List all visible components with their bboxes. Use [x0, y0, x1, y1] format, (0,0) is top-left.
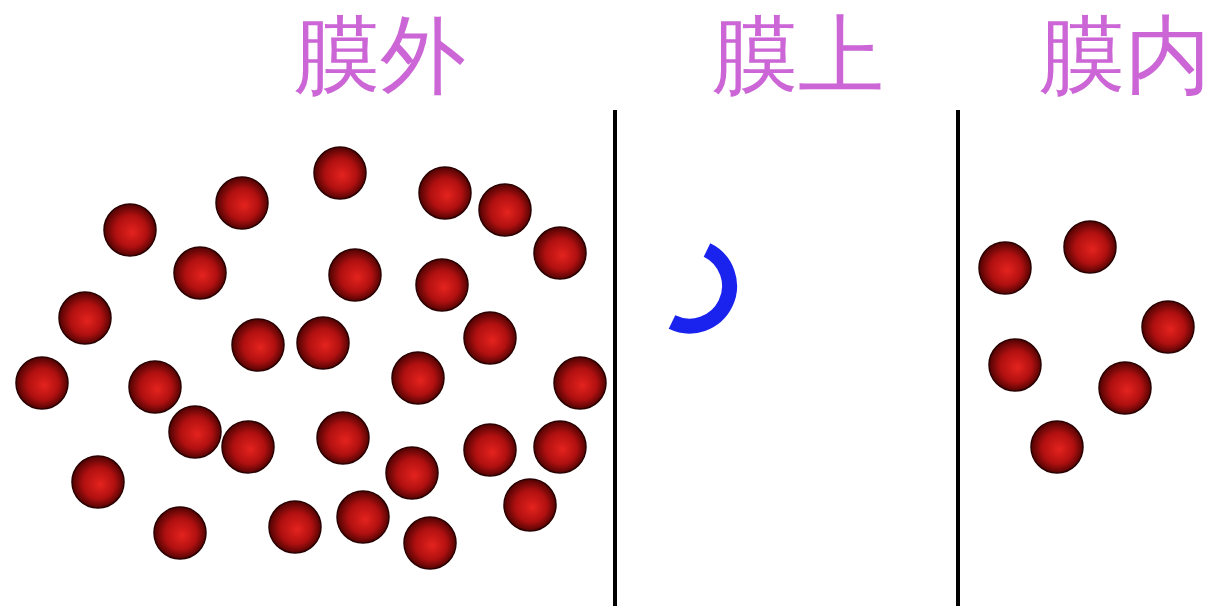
solute-molecule [386, 447, 438, 499]
solute-molecule [416, 259, 468, 311]
solute-molecule [174, 247, 226, 299]
solute-molecule [269, 501, 321, 553]
solute-molecule [314, 147, 366, 199]
solute-molecule [1031, 421, 1083, 473]
solute-molecule [534, 227, 586, 279]
membrane-line [613, 110, 617, 606]
solute-molecule [72, 456, 124, 508]
solute-molecule [1099, 362, 1151, 414]
region-label: 膜外 [294, 12, 466, 98]
carrier-protein [672, 250, 730, 326]
solute-molecule [554, 357, 606, 409]
solute-molecule [154, 507, 206, 559]
solute-molecule [337, 491, 389, 543]
membrane-line [956, 110, 960, 606]
region-label: 膜上 [712, 12, 884, 98]
solute-molecule [1064, 221, 1116, 273]
solute-molecule [419, 167, 471, 219]
solute-molecule [169, 406, 221, 458]
solute-molecule [129, 361, 181, 413]
solute-molecule [989, 339, 1041, 391]
solute-molecule [329, 249, 381, 301]
region-label: 膜内 [1039, 12, 1211, 98]
solute-molecule [392, 352, 444, 404]
solute-molecule [104, 204, 156, 256]
solute-molecule [464, 312, 516, 364]
solute-molecule [504, 479, 556, 531]
solute-molecule [534, 421, 586, 473]
solute-molecule [479, 184, 531, 236]
solute-molecule [297, 317, 349, 369]
solute-molecule [1142, 301, 1194, 353]
solute-molecule [222, 421, 274, 473]
solute-molecule [216, 177, 268, 229]
solute-molecule [59, 292, 111, 344]
solute-molecule [16, 357, 68, 409]
solute-molecule [232, 319, 284, 371]
solute-molecule [979, 242, 1031, 294]
solute-molecule [317, 412, 369, 464]
solute-molecule [464, 424, 516, 476]
solute-molecule [404, 517, 456, 569]
